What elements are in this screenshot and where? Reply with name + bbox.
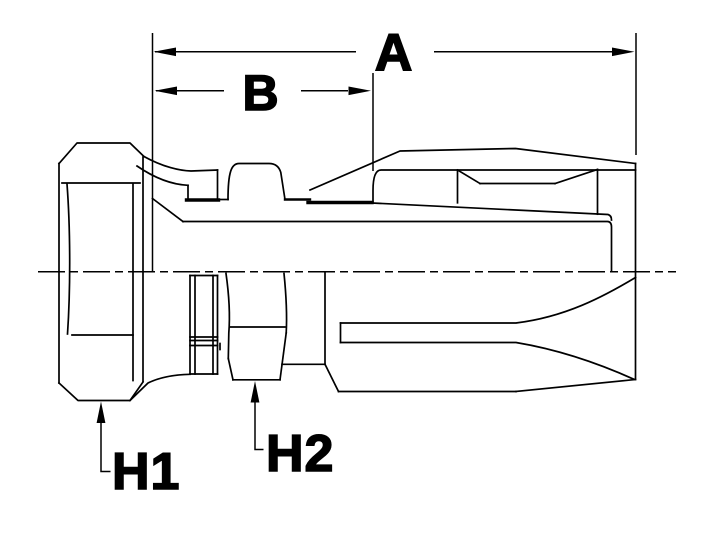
socket-upper xyxy=(151,147,637,381)
h2-right-corner-arc xyxy=(283,272,288,334)
funnel-bottom-line xyxy=(339,341,636,381)
thread-block xyxy=(128,274,221,402)
hex-flat-right-slant xyxy=(553,168,599,185)
nut-top-outline xyxy=(57,142,146,165)
h2-hex-lower xyxy=(225,272,288,381)
h1-leader-line xyxy=(100,412,111,473)
neck-lower-slope xyxy=(135,164,189,187)
body-left-chamfer xyxy=(151,197,185,223)
nut-to-block-curve xyxy=(128,373,191,402)
collar-neck xyxy=(135,155,229,202)
socket-lower-corner-line xyxy=(371,202,613,221)
socket-lower xyxy=(281,271,637,393)
thread-horizontals xyxy=(189,274,219,375)
socket-bottom-taper xyxy=(515,378,637,393)
thread-verticals xyxy=(189,274,219,375)
h2-right-chamfer xyxy=(279,332,288,381)
callout-h1: H1 xyxy=(96,401,180,502)
h1-label: H1 xyxy=(112,443,180,501)
swivel-nut xyxy=(57,142,146,402)
nut-bottom-outline xyxy=(57,380,145,402)
h2-left-corner-arc xyxy=(225,272,231,360)
dimension-b: B xyxy=(154,64,374,171)
dim-a-label: A xyxy=(375,24,414,82)
hex-flat-left-slant xyxy=(456,168,482,185)
dim-b-label: B xyxy=(242,65,279,121)
h2-arrow-icon xyxy=(250,381,260,403)
h2-label: H2 xyxy=(266,425,334,483)
neck-upper-slope xyxy=(142,155,219,172)
nut-chamfer-arc xyxy=(66,183,71,335)
socket-step-slant xyxy=(323,363,340,393)
h2-hex-upper xyxy=(227,162,312,201)
dim-a-arrow-left-icon xyxy=(153,47,176,57)
h2-left-chamfer xyxy=(227,357,235,381)
socket-hex-corner-line xyxy=(372,169,637,203)
h2-leader-line xyxy=(254,393,264,451)
dim-b-arrow-right-icon xyxy=(348,86,371,96)
funnel-top-line xyxy=(339,276,637,324)
h2-bump-outline xyxy=(227,162,286,201)
dim-b-arrow-left-icon xyxy=(154,86,177,96)
callout-h2: H2 xyxy=(250,381,334,484)
dimension-a: A xyxy=(151,23,637,272)
socket-ridge xyxy=(308,147,637,192)
dim-a-arrow-right-icon xyxy=(612,47,635,57)
body-top-line xyxy=(182,220,613,273)
